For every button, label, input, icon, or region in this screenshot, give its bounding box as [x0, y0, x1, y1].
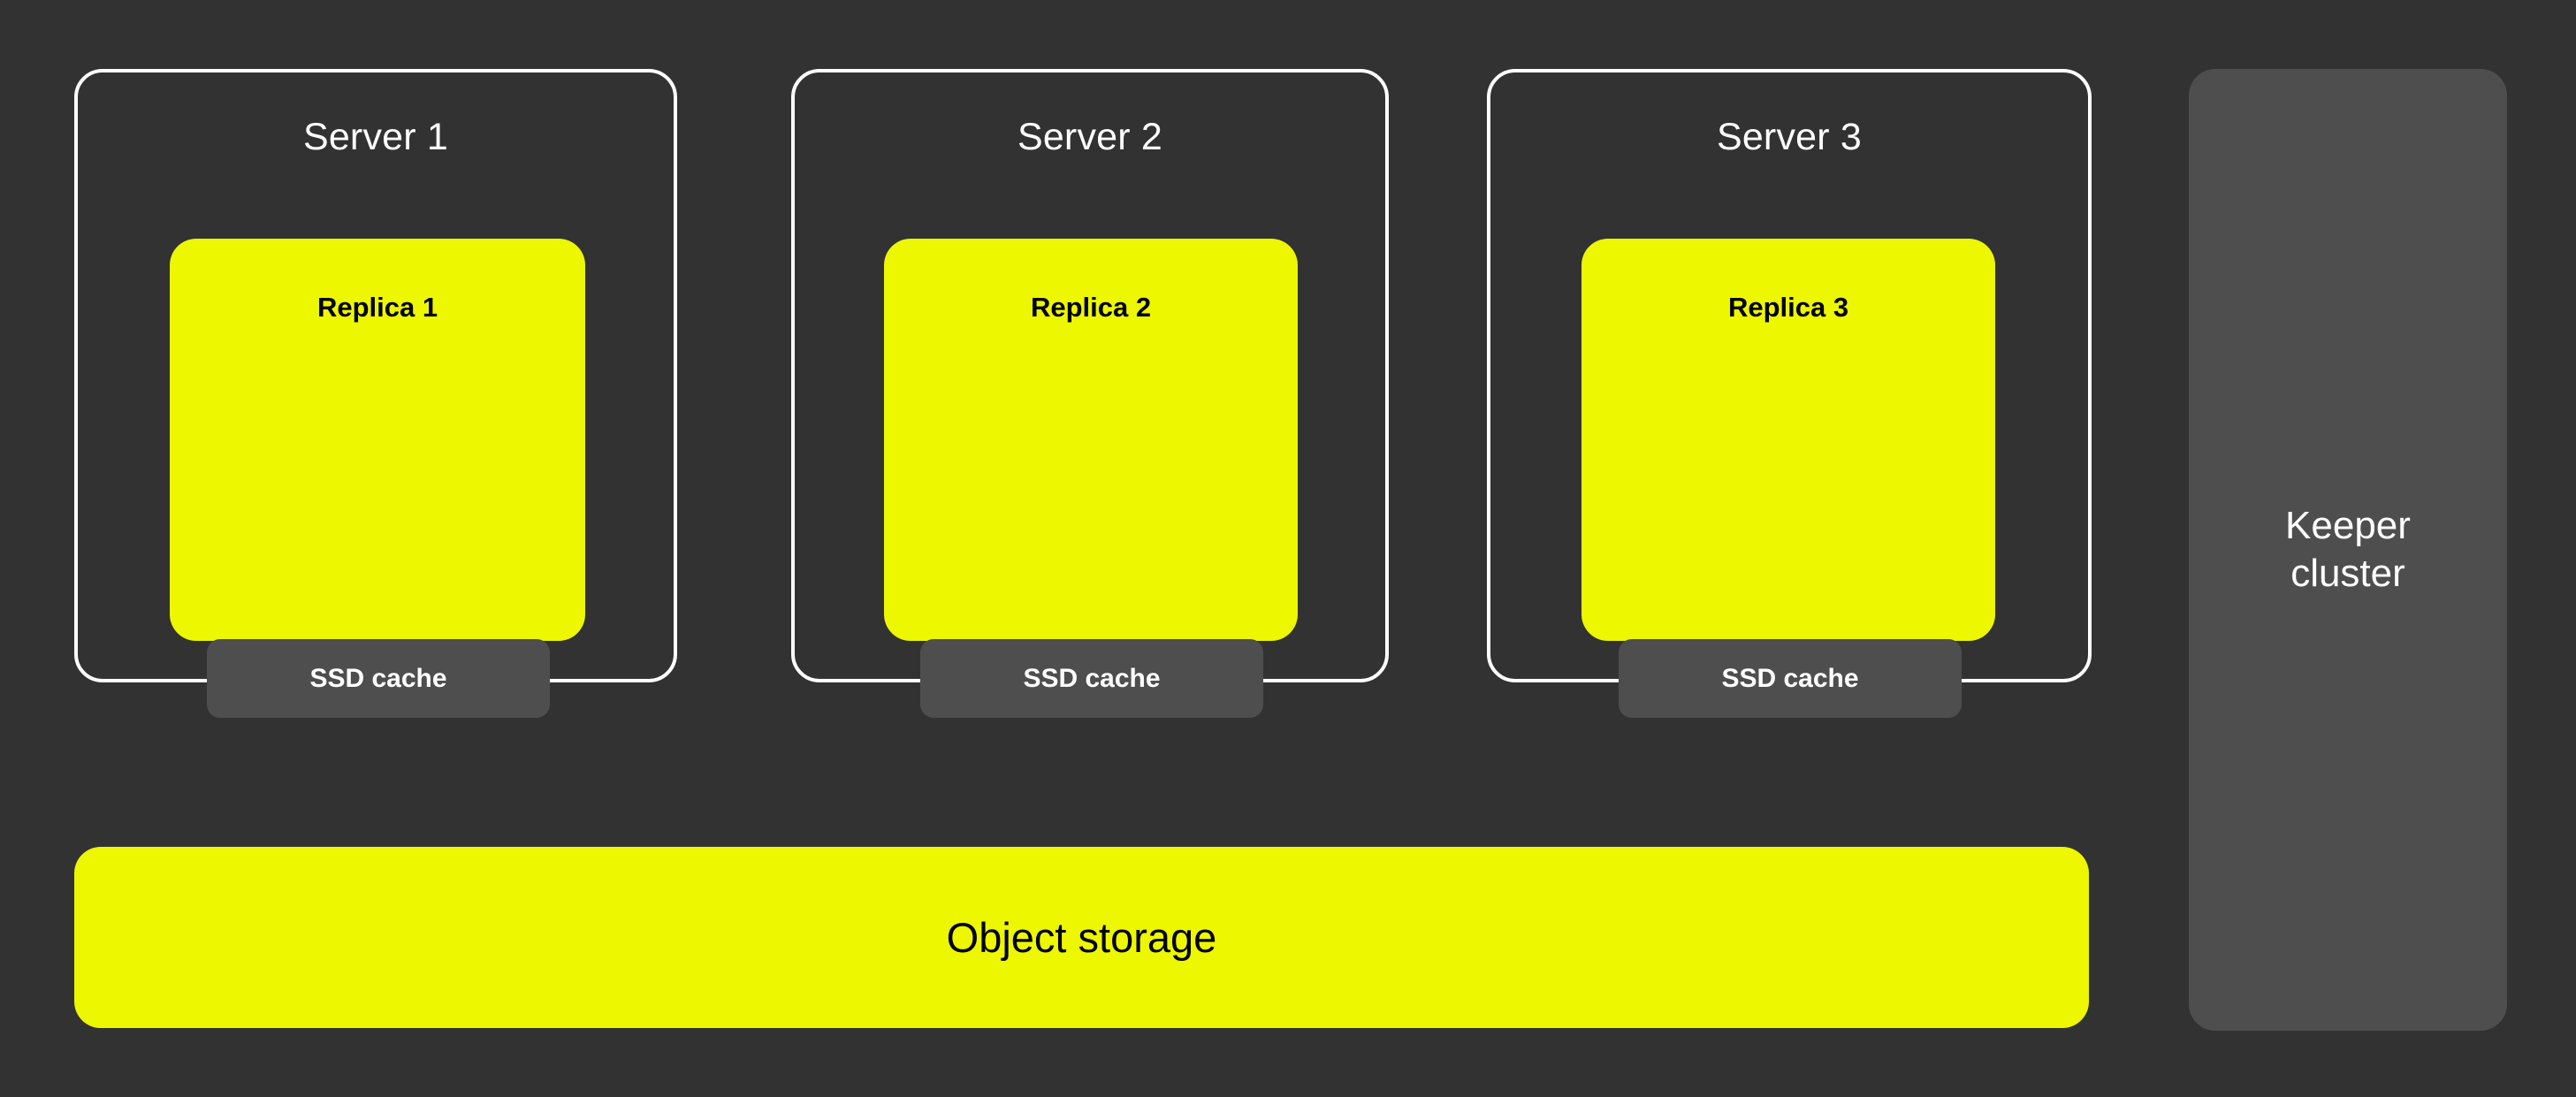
- ssd-cache-1: SSD cache: [207, 639, 550, 718]
- server-title-2: Server 2: [1017, 116, 1163, 158]
- replica-label-1: Replica 1: [316, 292, 438, 323]
- ssd-cache-3: SSD cache: [1619, 639, 1962, 718]
- ssd-cache-label-3: SSD cache: [1721, 663, 1859, 693]
- object-storage-block: Object storage: [74, 847, 2089, 1028]
- object-storage-label: Object storage: [946, 914, 1217, 961]
- replica-label-3: Replica 3: [1727, 292, 1849, 323]
- replica-label-2: Replica 2: [1030, 292, 1152, 323]
- replica-block-1: Replica 1: [170, 239, 585, 641]
- replica-block-2: Replica 2: [884, 239, 1298, 641]
- ssd-cache-2: SSD cache: [920, 639, 1263, 718]
- keeper-cluster-block: Keeper cluster: [2189, 69, 2507, 1031]
- ssd-cache-label-2: SSD cache: [1023, 663, 1161, 693]
- replica-block-3: Replica 3: [1581, 239, 1995, 641]
- server-title-1: Server 1: [302, 116, 449, 158]
- ssd-cache-label-1: SSD cache: [309, 663, 447, 693]
- keeper-cluster-label: Keeper cluster: [2285, 504, 2411, 595]
- server-title-3: Server 3: [1716, 116, 1863, 158]
